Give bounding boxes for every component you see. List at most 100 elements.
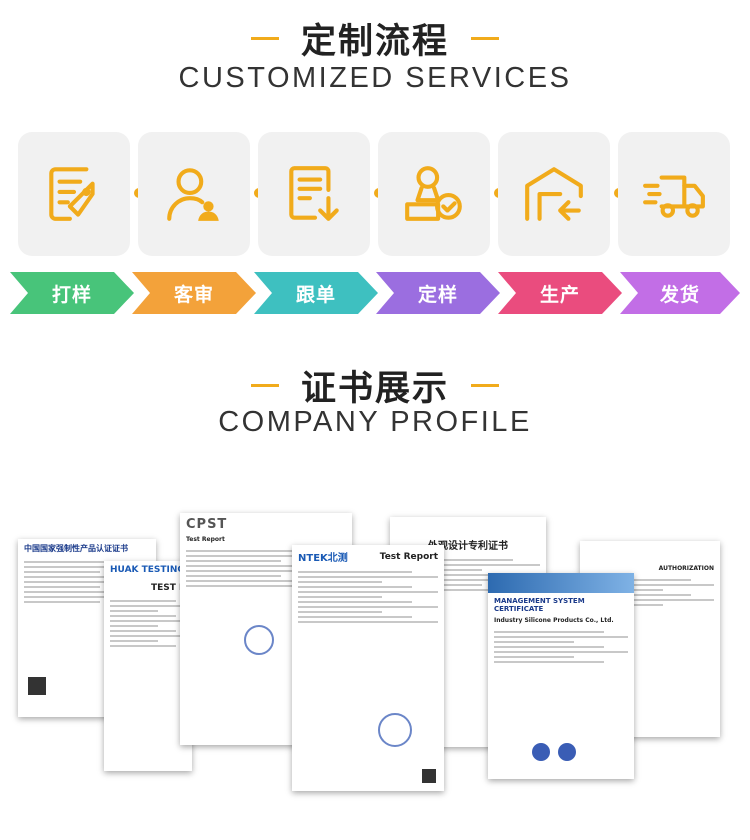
text-line xyxy=(494,631,604,633)
text-line xyxy=(24,591,128,593)
certificate-header: NTEK北测 xyxy=(298,553,348,564)
text-line xyxy=(186,555,346,557)
text-line xyxy=(110,610,159,612)
text-line xyxy=(110,630,176,632)
certificate-title: Test Report xyxy=(379,551,438,562)
certificate-banner xyxy=(488,573,634,593)
arrow-shape xyxy=(620,272,740,314)
section-title-customized: 定制流程 xyxy=(0,18,750,62)
text-line xyxy=(396,564,540,566)
text-line xyxy=(298,621,438,623)
step-label: 跟单 xyxy=(295,283,336,306)
text-line xyxy=(494,661,604,663)
process-steps xyxy=(18,132,734,256)
text-line xyxy=(110,620,186,622)
document-download-icon xyxy=(289,166,339,221)
certificate-title: TEST R xyxy=(151,583,186,593)
arrow-shape xyxy=(498,272,622,314)
certificate-title: Test Report xyxy=(186,536,225,543)
warehouse-icon xyxy=(525,167,583,221)
title-bar-left xyxy=(250,383,279,387)
step-arrow-delivery: 发货 xyxy=(620,272,740,314)
text-line xyxy=(110,635,186,637)
section-title-cn: 证书展示 xyxy=(300,368,449,409)
text-line xyxy=(298,606,438,608)
qr-code xyxy=(422,769,436,783)
text-line xyxy=(24,576,128,578)
text-line xyxy=(186,565,315,567)
certificate-header: AUTHORIZATION xyxy=(658,565,714,572)
text-line xyxy=(298,581,382,583)
text-line xyxy=(298,616,412,618)
text-line xyxy=(298,601,412,603)
text-line xyxy=(110,625,159,627)
certificate-header: 中国国家强制性产品认证证书 xyxy=(24,544,128,553)
official-seal xyxy=(244,625,274,655)
title-bar-left xyxy=(250,36,279,40)
text-line xyxy=(110,645,176,647)
step-arrow-sampling: 打样 xyxy=(10,272,134,314)
step-arrow-follow: 跟单 xyxy=(254,272,378,314)
arrow-shape xyxy=(132,272,256,314)
certificate-header: 外观设计专利证书 xyxy=(428,541,508,552)
text-line xyxy=(110,605,186,607)
text-line xyxy=(24,586,100,588)
title-bar-right xyxy=(471,383,499,387)
text-line xyxy=(110,615,176,617)
document-tag-icon xyxy=(49,167,95,221)
section-subtitle-en: CUSTOMIZED SERVICES xyxy=(178,62,572,94)
text-line xyxy=(396,574,513,576)
certificate-gallery: 中国国家强制性产品认证证书 HUAK TESTING TEST R CPST T… xyxy=(0,505,750,805)
text-line xyxy=(186,570,346,572)
section-title-certificates: 证书展示 xyxy=(0,365,750,409)
text-line xyxy=(24,581,150,583)
step-card-review xyxy=(138,132,250,256)
arrow-shape xyxy=(376,272,500,314)
iaf-logo xyxy=(532,743,550,761)
text-line xyxy=(298,586,412,588)
certificate-ntek-report: NTEK北测 Test Report xyxy=(292,545,444,791)
step-arrow-confirm: 定样 xyxy=(376,272,500,314)
text-line xyxy=(186,550,315,552)
step-card-delivery xyxy=(618,132,730,256)
step-card-sampling xyxy=(18,132,130,256)
text-line xyxy=(586,599,714,601)
text-line xyxy=(396,579,540,581)
text-line xyxy=(298,571,412,573)
text-line xyxy=(494,636,628,638)
text-line xyxy=(494,651,628,653)
step-arrow-review: 客审 xyxy=(132,272,256,314)
text-line xyxy=(186,585,346,587)
section-title-cn: 定制流程 xyxy=(300,21,449,62)
text-line xyxy=(186,575,281,577)
text-line xyxy=(186,580,315,582)
text-line xyxy=(586,594,691,596)
certificate-huak-report: HUAK TESTING TEST R xyxy=(104,561,192,771)
text-line xyxy=(298,611,382,613)
text-line xyxy=(298,576,438,578)
text-line xyxy=(24,571,100,573)
text-line xyxy=(494,656,575,658)
certificate-header: MANAGEMENT SYSTEM CERTIFICATE xyxy=(494,597,585,613)
arrow-shape xyxy=(10,272,134,314)
text-line xyxy=(298,591,438,593)
step-label: 发货 xyxy=(659,283,700,306)
text-line xyxy=(298,596,382,598)
text-line xyxy=(24,561,128,563)
certificate-management-system: MANAGEMENT SYSTEM CERTIFICATE Industry S… xyxy=(488,573,634,779)
section-subtitle-en: COMPANY PROFILE xyxy=(218,406,532,438)
user-check-icon xyxy=(405,166,462,221)
cnas-logo xyxy=(558,743,576,761)
step-card-confirm xyxy=(378,132,490,256)
certificate-org: Industry Silicone Products Co., Ltd. xyxy=(494,617,614,624)
text-line xyxy=(110,600,176,602)
certificate-header: HUAK TESTING xyxy=(110,565,185,575)
text-line xyxy=(586,584,714,586)
step-card-follow xyxy=(258,132,370,256)
step-label: 生产 xyxy=(539,283,580,306)
text-line xyxy=(494,646,604,648)
text-line xyxy=(586,579,691,581)
text-line xyxy=(24,601,100,603)
arrow-shape xyxy=(254,272,378,314)
text-line xyxy=(186,560,281,562)
